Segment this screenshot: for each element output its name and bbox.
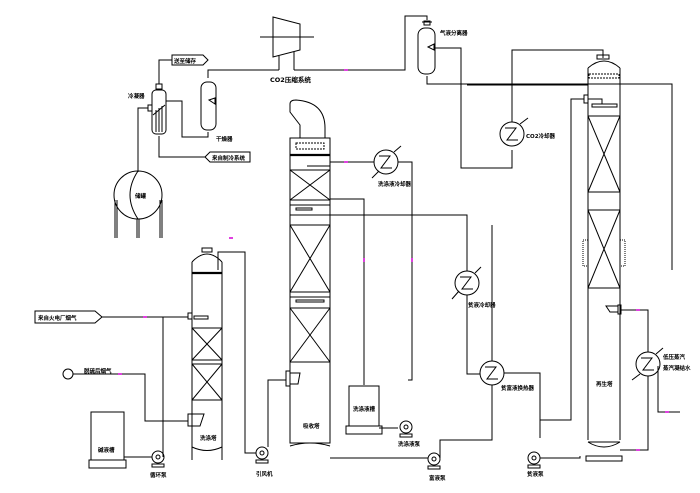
flow-marker bbox=[665, 411, 669, 413]
pipe-refrigeration bbox=[158, 136, 205, 158]
pipe-regen-to-reboiler bbox=[620, 376, 649, 451]
regenerator-tower: 再生塔 bbox=[582, 54, 626, 462]
dryer: 干燥器 bbox=[200, 81, 233, 143]
alkali-tank: 碱液槽 bbox=[88, 411, 127, 469]
to-storage-label: 送至储存 bbox=[173, 57, 197, 65]
pipe-condensate bbox=[657, 366, 680, 413]
wash-tank-label: 洗涤液槽 bbox=[353, 405, 376, 413]
pipe-exchanger-to-rich-pump bbox=[439, 385, 493, 458]
to-storage-arrow: 送至储存 bbox=[171, 54, 209, 66]
pipe-desulf bbox=[80, 373, 188, 422]
steam-in-label: 低压蒸汽 bbox=[662, 353, 686, 361]
pipe-fan-to-absorber bbox=[217, 251, 256, 454]
flow-marker bbox=[344, 69, 348, 71]
from-refrigeration-label: 来自制冷系统 bbox=[211, 154, 246, 162]
co2-cooler: CO2冷却器 bbox=[499, 117, 556, 147]
pipe-dryer-to-compressor bbox=[207, 69, 279, 78]
pipe-absorber-to-wash-tank bbox=[330, 198, 365, 385]
lean-cooler-label: 贫液冷却器 bbox=[467, 301, 496, 309]
pipe-cooler-to-separator bbox=[435, 47, 513, 169]
lean-pump-label: 贫液泵 bbox=[526, 470, 544, 478]
flow-marker bbox=[411, 258, 413, 262]
induced-fan: 引风机 bbox=[255, 446, 273, 478]
flow-marker bbox=[636, 309, 640, 311]
pipe-compressor-to-separator bbox=[294, 15, 428, 71]
reboiler: 低压蒸汽 蒸汽凝结水 bbox=[631, 347, 691, 381]
flue-gas-inlet: 来自火电厂烟气 bbox=[34, 310, 103, 324]
flow-marker bbox=[363, 258, 365, 262]
circ-pump-label: 循环泵 bbox=[150, 471, 167, 479]
exchanger-label: 贫富液换热器 bbox=[500, 384, 535, 392]
storage-tank-label: 储罐 bbox=[134, 192, 147, 200]
pretreat-label: 洗涤塔 bbox=[200, 434, 217, 442]
circ-pump: 循环泵 bbox=[150, 450, 167, 479]
absorber-tower: 吸收塔 bbox=[285, 99, 331, 447]
flow-marker bbox=[636, 449, 640, 451]
induced-fan-label: 引风机 bbox=[256, 470, 273, 478]
wash-cooler: 洗涤液冷却器 bbox=[371, 145, 412, 188]
pipe-fan-outlet bbox=[267, 379, 286, 447]
pipe-exchanger-right bbox=[504, 372, 541, 420]
pipe-lean-to-absorber bbox=[330, 214, 468, 271]
rich-pump: 富液泵 bbox=[427, 452, 446, 482]
condenser-label: 冷凝器 bbox=[128, 92, 145, 100]
flow-marker bbox=[118, 373, 122, 375]
desulf-label: 脱硫后烟气 bbox=[84, 367, 112, 375]
from-refrigeration-arrow: 来自制冷系统 bbox=[204, 151, 251, 163]
wash-pump-label: 洗涤液泵 bbox=[398, 440, 421, 448]
co2-cooler-label: CO2冷却器 bbox=[526, 132, 556, 140]
absorber-label: 吸收塔 bbox=[303, 422, 320, 430]
flow-marker bbox=[143, 316, 147, 318]
condensate-label: 蒸汽凝结水 bbox=[662, 364, 691, 372]
pipe-regen-top-to-cooler bbox=[511, 49, 604, 122]
co2-compressor: CO2压缩系统 bbox=[260, 16, 314, 84]
flow-marker bbox=[229, 237, 233, 239]
lean-cooler: 贫液冷却器 bbox=[451, 266, 496, 309]
pipe-cooler-exchanger bbox=[466, 295, 480, 375]
separator-label: 气液分离器 bbox=[439, 29, 468, 37]
pipe-lean-out bbox=[538, 456, 581, 459]
wash-cooler-label: 洗涤液冷却器 bbox=[378, 180, 412, 188]
storage-tank: 储罐 bbox=[113, 170, 163, 238]
rich-pump-label: 富液泵 bbox=[429, 474, 446, 482]
regenerator-label: 再生塔 bbox=[596, 380, 613, 388]
gas-liquid-separator: 气液分离器 bbox=[417, 20, 468, 75]
flue-gas-label: 来自火电厂烟气 bbox=[37, 314, 77, 322]
pipe-rich-to-regen bbox=[539, 98, 584, 438]
pipe-wash-pump-to-cooler bbox=[398, 161, 413, 381]
pipe-condenser-top bbox=[158, 59, 172, 84]
pipe-condenser-to-dryer bbox=[166, 100, 209, 138]
desulf-flue-inlet: 脱硫后烟气 bbox=[62, 367, 112, 380]
compressor-label: CO2压缩系统 bbox=[270, 75, 311, 84]
alkali-tank-label: 碱液槽 bbox=[98, 446, 115, 454]
pipe-condenser-to-tank bbox=[137, 107, 148, 172]
pipe-separator-bottom bbox=[426, 76, 673, 270]
pipe-reboiler-return bbox=[621, 309, 649, 352]
flow-marker bbox=[344, 161, 348, 163]
pretreat-tower: 洗涤塔 bbox=[187, 247, 223, 460]
dryer-label: 干燥器 bbox=[216, 135, 233, 143]
wash-pump: 洗涤液泵 bbox=[398, 420, 421, 448]
lean-rich-exchanger: 贫富液换热器 bbox=[479, 360, 535, 392]
lean-pump: 贫液泵 bbox=[526, 451, 544, 478]
wash-tank: 洗涤液槽 bbox=[345, 385, 383, 435]
condenser: 冷凝器 bbox=[128, 83, 167, 135]
